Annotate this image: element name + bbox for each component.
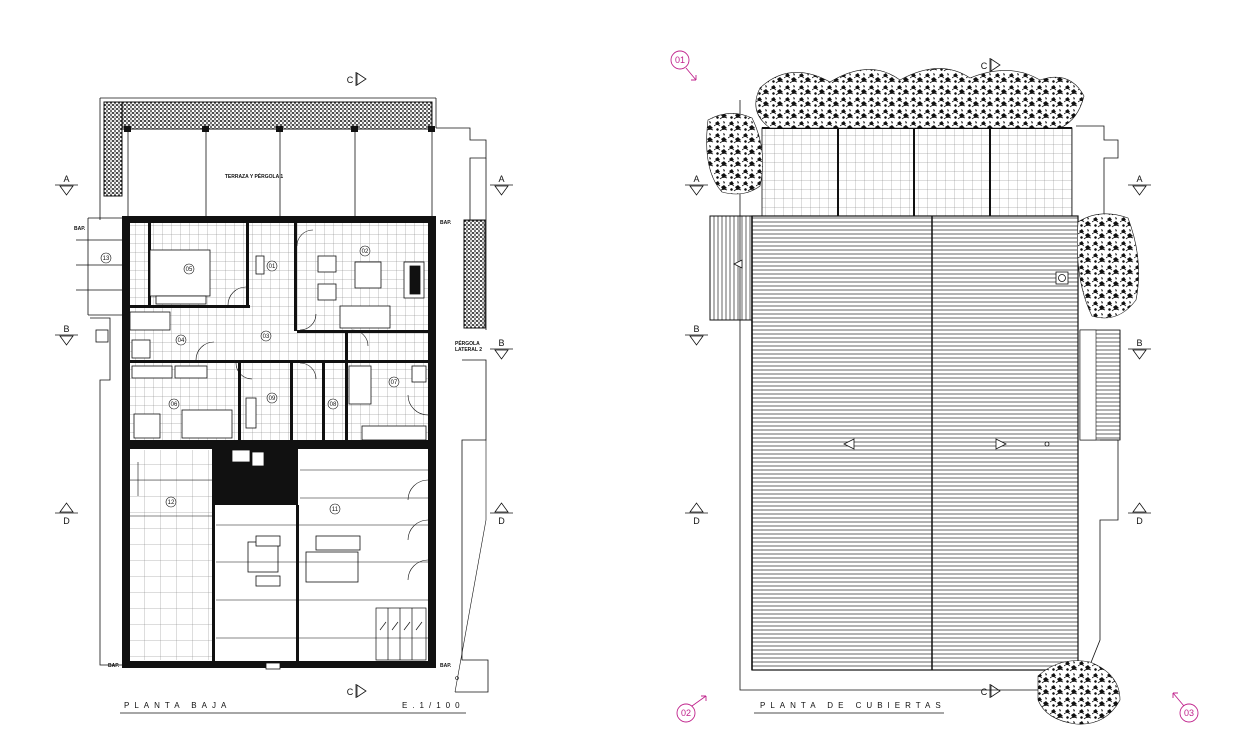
- interior-walls: [130, 223, 430, 661]
- section-c-bottom: C: [347, 687, 354, 697]
- roof-section-b-left: B: [693, 324, 699, 334]
- pergola-posts: [127, 129, 433, 218]
- viewpoint-02: 02: [681, 708, 691, 718]
- vegetation: [706, 68, 1139, 725]
- room-11: 11: [332, 507, 339, 513]
- room-02: 02: [362, 249, 369, 255]
- roof-section-c-top: C: [981, 61, 988, 71]
- roof-section-a-left: A: [693, 174, 699, 184]
- bap-label-tl: BAP.: [74, 226, 86, 232]
- section-a-left: A: [63, 174, 69, 184]
- side-planter: [463, 219, 486, 329]
- roof-plan-title: PLANTA DE CUBIERTAS: [760, 701, 946, 710]
- pergola-lateral-label-2: LATERAL 2: [455, 347, 482, 353]
- main-roof: [751, 215, 1079, 671]
- room-06: 06: [171, 402, 178, 408]
- roof-section-a-right: A: [1136, 174, 1142, 184]
- room-03: 03: [263, 334, 270, 340]
- door-swings: [195, 229, 429, 581]
- viewpoint-01: 01: [675, 55, 685, 65]
- room-01: 01: [269, 264, 276, 270]
- scale-label: E.1/100: [402, 701, 465, 710]
- furniture: [129, 249, 427, 587]
- roof-section-b-right: B: [1136, 338, 1142, 348]
- section-a-right: A: [498, 174, 504, 184]
- room-13: 13: [103, 256, 110, 262]
- room-04: 04: [178, 338, 185, 344]
- ground-floor-title: PLANTA BAJA: [124, 701, 231, 710]
- left-lean-to-roof: [709, 215, 753, 321]
- viewpoint-03: 03: [1184, 708, 1194, 718]
- roof-section-d-right: D: [1136, 516, 1143, 526]
- stairs: [375, 607, 427, 661]
- pergola-lateral-label-1: PÉRGOLA: [455, 339, 480, 347]
- section-b-left: B: [63, 324, 69, 334]
- ground-floor-plan: TERRAZA Y PÉRGOLA 1 PÉRGOLA LATERAL 2: [55, 72, 513, 714]
- room-08: 08: [330, 402, 337, 408]
- roof-plan: A A B B D D C C 01 02 03 PLANTA DE CUBIE…: [670, 50, 1199, 725]
- room-09: 09: [269, 396, 276, 402]
- terrace-label: TERRAZA Y PÉRGOLA 1: [225, 172, 284, 180]
- roof-section-c-bottom: C: [981, 687, 988, 697]
- bap-label-br: BAP.: [440, 663, 452, 669]
- section-d-right: D: [498, 516, 505, 526]
- room-12: 12: [168, 500, 175, 506]
- bap-label-tr: BAP.: [440, 220, 452, 226]
- bap-label-bl: BAP.: [108, 663, 120, 669]
- section-d-left: D: [63, 516, 70, 526]
- roof-section-d-left: D: [693, 516, 700, 526]
- terrace-planter-wall: [103, 101, 433, 130]
- section-c-top: C: [347, 75, 354, 85]
- room-05: 05: [186, 267, 193, 273]
- room-07: 07: [391, 380, 398, 386]
- room-tags: [100, 245, 400, 515]
- section-b-right: B: [498, 338, 504, 348]
